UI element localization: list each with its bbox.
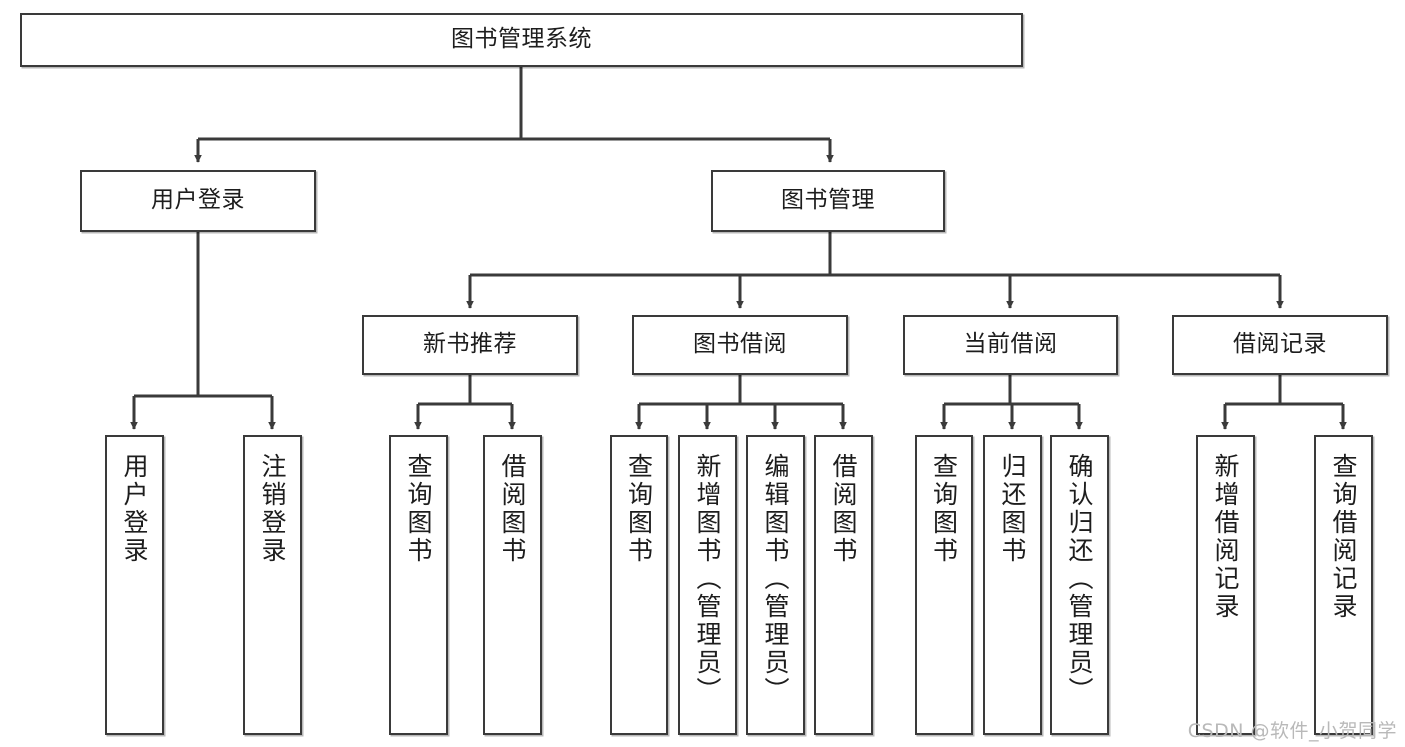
node-book-manage[interactable]: 图书管理 [711,170,945,232]
node-current-borrow-label: 当前借阅 [963,331,1058,358]
node-leaf-return-book-label: 归还图书 [998,453,1027,565]
node-book-manage-label: 图书管理 [781,187,875,214]
node-leaf-query-book-3[interactable]: 查询图书 [915,435,973,735]
node-leaf-borrow-book-2[interactable]: 借阅图书 [814,435,873,735]
node-new-book-rec-label: 新书推荐 [423,331,517,358]
node-leaf-confirm-return[interactable]: 确认归还（管理员） [1050,435,1109,735]
node-leaf-query-book-2-label: 查询图书 [624,453,654,565]
node-leaf-add-record[interactable]: 新增借阅记录 [1196,435,1255,735]
node-leaf-edit-book[interactable]: 编辑图书（管理员） [746,435,805,735]
node-leaf-query-record-label: 查询借阅记录 [1329,453,1358,621]
node-leaf-add-book-label: 新增图书（管理员） [693,453,722,705]
node-user-login[interactable]: 用户登录 [80,170,316,232]
node-leaf-query-book-3-label: 查询图书 [929,453,959,565]
node-leaf-logout-label: 注销登录 [258,453,287,565]
watermark: CSDN @软件_小贺同学 [1187,720,1397,742]
node-leaf-query-record[interactable]: 查询借阅记录 [1314,435,1373,735]
node-leaf-add-record-label: 新增借阅记录 [1211,453,1240,621]
node-root-label: 图书管理系统 [451,26,592,53]
node-leaf-query-book-1[interactable]: 查询图书 [389,435,448,735]
node-leaf-user-login-label: 用户登录 [120,453,149,565]
node-leaf-confirm-return-label: 确认归还（管理员） [1065,453,1094,705]
node-leaf-query-book-2[interactable]: 查询图书 [610,435,668,735]
node-leaf-query-book-1-label: 查询图书 [404,453,433,565]
node-borrow-record[interactable]: 借阅记录 [1172,315,1388,375]
node-root[interactable]: 图书管理系统 [20,13,1023,67]
node-leaf-borrow-book-1-label: 借阅图书 [498,453,527,565]
node-leaf-return-book[interactable]: 归还图书 [983,435,1042,735]
node-book-borrow-label: 图书借阅 [693,331,787,358]
node-leaf-add-book[interactable]: 新增图书（管理员） [678,435,737,735]
node-leaf-borrow-book-2-label: 借阅图书 [829,453,858,565]
node-user-login-label: 用户登录 [151,187,245,214]
node-leaf-user-login[interactable]: 用户登录 [105,435,164,735]
node-leaf-logout[interactable]: 注销登录 [243,435,302,735]
node-current-borrow[interactable]: 当前借阅 [903,315,1118,375]
node-leaf-edit-book-label: 编辑图书（管理员） [761,453,790,705]
node-borrow-record-label: 借阅记录 [1233,331,1327,358]
node-book-borrow[interactable]: 图书借阅 [632,315,848,375]
node-leaf-borrow-book-1[interactable]: 借阅图书 [483,435,542,735]
node-new-book-rec[interactable]: 新书推荐 [362,315,578,375]
